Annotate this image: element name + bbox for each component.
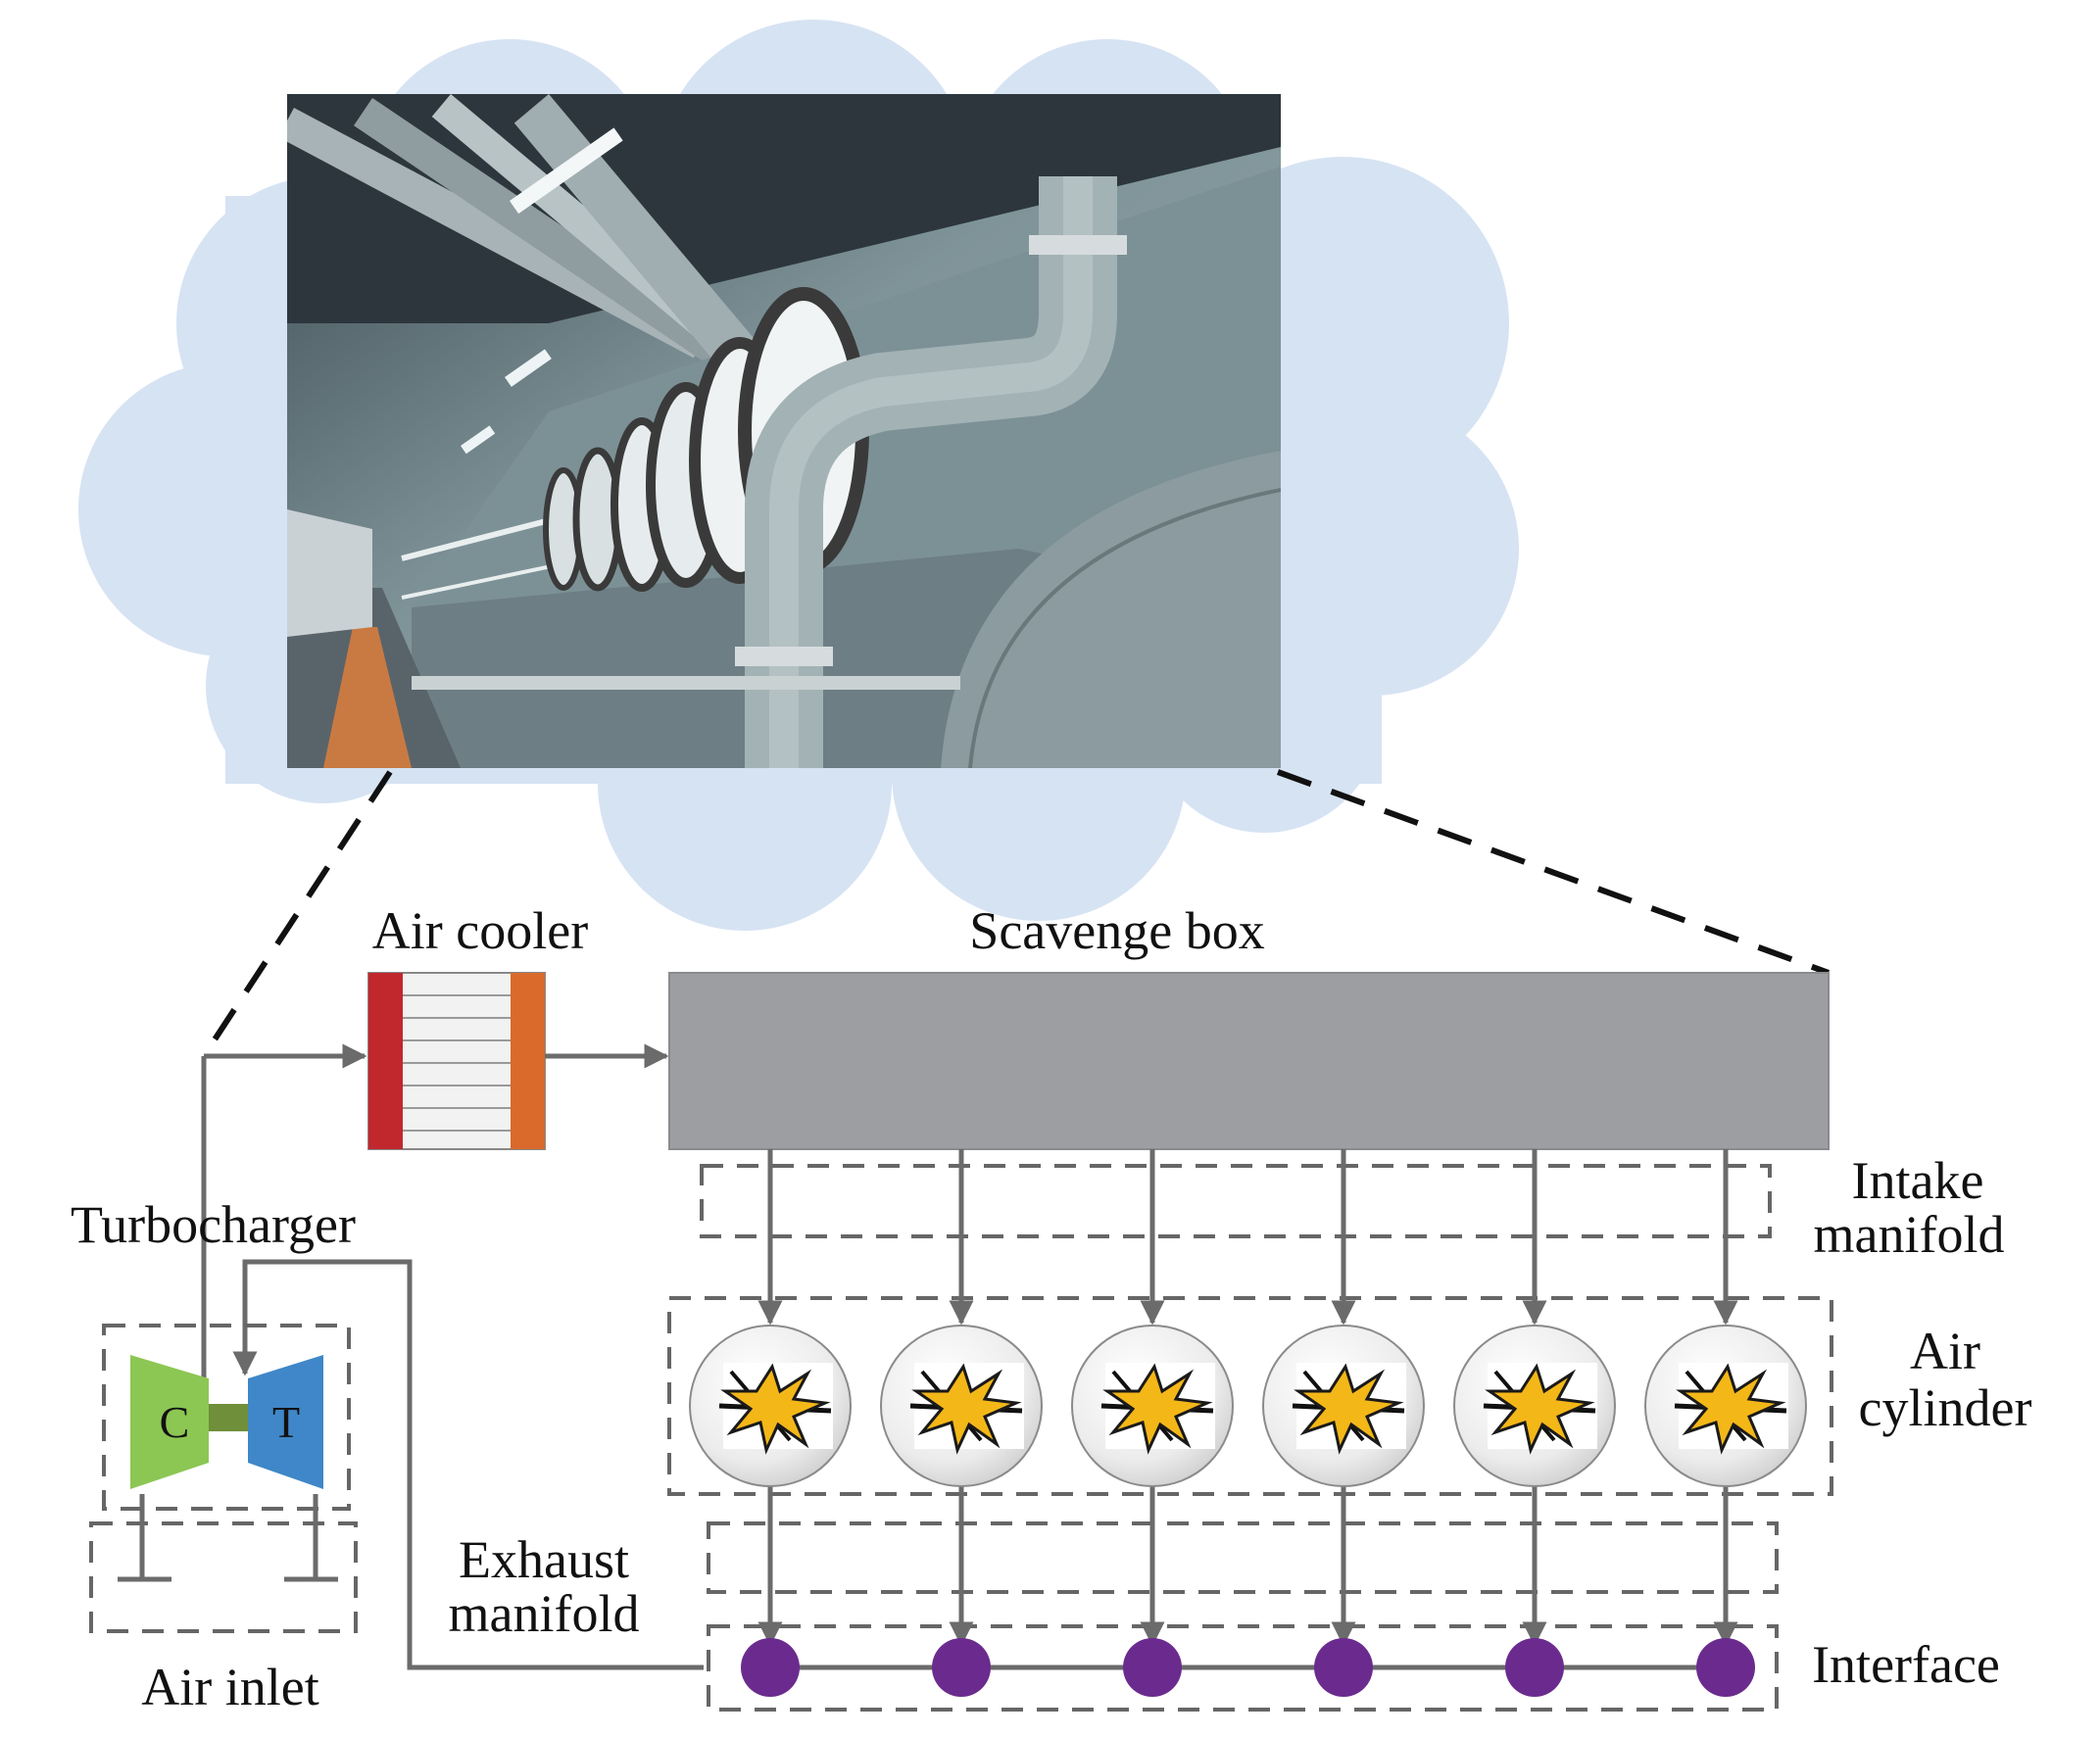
exhaust-manifold-label-line1: Exhaust	[459, 1530, 629, 1589]
spark-icon-burst	[1294, 1363, 1404, 1455]
dashed-boxes	[89, 1164, 1833, 1712]
air-cylinder-label-line1: Air	[1910, 1322, 1980, 1380]
air-cylinder-label-line2: cylinder	[1859, 1378, 2032, 1437]
combustion-spark-icon	[1100, 1363, 1215, 1455]
spark-icon-burst	[720, 1363, 831, 1455]
cylinder-column	[1262, 1149, 1425, 1697]
interface-node-icon	[932, 1638, 991, 1697]
combustion-spark-icon	[1483, 1363, 1597, 1455]
scavenge-box-label: Scavenge box	[969, 901, 1264, 960]
cylinder-column	[1453, 1149, 1616, 1697]
compressor-label: C	[160, 1397, 190, 1447]
interface-node-icon	[1505, 1638, 1564, 1697]
exhaust-manifold-box	[707, 1521, 1779, 1594]
spark-icon-burst	[1102, 1363, 1213, 1455]
air-cooler-label: Air cooler	[372, 901, 588, 960]
interface-label: Interface	[1812, 1635, 2000, 1694]
spark-icon-burst	[911, 1363, 1022, 1455]
compressor-shape	[130, 1355, 209, 1489]
scavenge-box	[668, 972, 1830, 1150]
cylinder-column	[880, 1149, 1043, 1697]
cylinder-column	[689, 1149, 852, 1697]
interface-box	[707, 1624, 1779, 1712]
intake-manifold-label-line2: manifold	[1814, 1205, 2005, 1264]
cylinder-column	[1071, 1149, 1234, 1697]
combustion-spark-icon	[718, 1363, 833, 1455]
turbine-shape	[248, 1355, 323, 1489]
turbocharger-box	[102, 1324, 351, 1511]
exhaust-manifold-label-line2: manifold	[449, 1584, 640, 1643]
combustion-spark-icon	[1674, 1363, 1788, 1455]
combustion-spark-icon	[1292, 1363, 1406, 1455]
interface-node-icon	[741, 1638, 800, 1697]
cylinder-column	[1644, 1149, 1807, 1697]
intake-manifold-box	[700, 1164, 1772, 1238]
interface-node-icon	[1314, 1638, 1373, 1697]
spark-icon-burst	[1676, 1363, 1786, 1455]
interface-node-icon	[1123, 1638, 1182, 1697]
air-inlet-box	[89, 1521, 358, 1633]
intake-manifold-label-line1: Intake	[1852, 1151, 1984, 1210]
air-inlet-label: Air inlet	[141, 1658, 318, 1716]
spark-icon-burst	[1485, 1363, 1595, 1455]
turbocharger: C T	[130, 1355, 323, 1489]
combustion-spark-icon	[909, 1363, 1024, 1455]
engine-room-photo	[287, 94, 1281, 768]
air-cylinder-box	[667, 1296, 1833, 1496]
cylinder-columns	[689, 1149, 1807, 1697]
air-cooler	[367, 972, 546, 1150]
turbine-label: T	[272, 1397, 300, 1447]
air-inlet-pipes	[118, 1494, 338, 1582]
zoom-lines	[201, 769, 1831, 1058]
turbocharger-label: Turbocharger	[71, 1195, 356, 1254]
interface-node-icon	[1696, 1638, 1755, 1697]
